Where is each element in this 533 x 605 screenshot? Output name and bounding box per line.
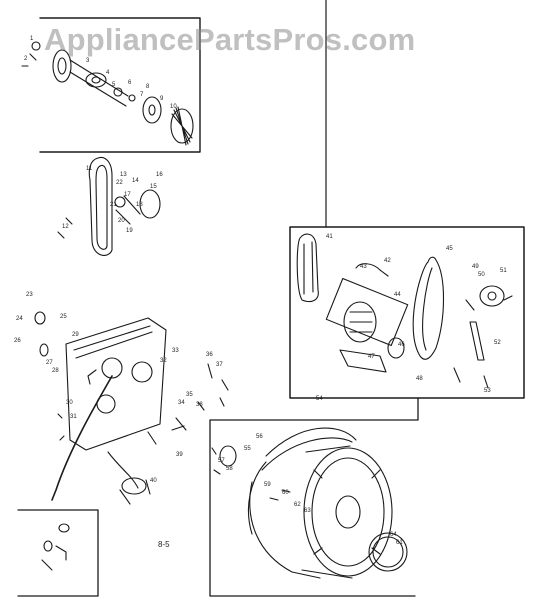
callout-number: 34: [178, 400, 185, 406]
callout-number: 45: [446, 246, 453, 252]
callout-number: 57: [218, 458, 225, 464]
callout-number: 18: [136, 202, 143, 208]
callout-number: 50: [478, 272, 485, 278]
motor-assembly: [296, 233, 513, 389]
callout-number: 40: [150, 478, 157, 484]
callout-number: 32: [160, 358, 167, 364]
callout-number: 4: [106, 70, 110, 76]
callout-number: 3: [86, 58, 90, 64]
callout-number: 14: [132, 178, 139, 184]
callout-number: 7: [140, 92, 144, 98]
callout-number: 62: [294, 502, 301, 508]
callout-number: 36: [206, 352, 213, 358]
callout-number: 5: [112, 82, 116, 88]
callout-number: 23: [26, 292, 33, 298]
callout-number: 22: [116, 180, 123, 186]
motor-assembly-frame: [289, 226, 525, 399]
callout-number: 46: [398, 342, 405, 348]
callout-number: 26: [14, 338, 21, 344]
callout-number: 16: [156, 172, 163, 178]
callout-number: 42: [384, 258, 391, 264]
small-parts: [41, 523, 70, 571]
callout-number: 15: [150, 184, 157, 190]
drum-assembly: [211, 427, 408, 579]
callout-number: 59: [264, 482, 271, 488]
callout-number: 38: [196, 402, 203, 408]
callout-number: 47: [368, 354, 375, 360]
callout-number: 35: [186, 392, 193, 398]
callout-number: 53: [484, 388, 491, 394]
idler-assembly: [21, 41, 194, 146]
callout-number: 12: [62, 224, 69, 230]
callout-number: 10: [170, 104, 177, 110]
callout-number: 27: [46, 360, 53, 366]
callout-number: 44: [394, 292, 401, 298]
callout-number: 52: [494, 340, 501, 346]
callout-number: 58: [226, 466, 233, 472]
callout-number: 54: [316, 396, 323, 402]
callout-number: 29: [72, 332, 79, 338]
callout-number: 21: [110, 202, 117, 208]
idler-assembly-frame: [39, 17, 201, 153]
callout-number: 41: [326, 234, 333, 240]
callout-number: 2: [24, 56, 28, 62]
callout-number: 33: [172, 348, 179, 354]
callout-number: 51: [500, 268, 507, 274]
callout-number: 37: [216, 362, 223, 368]
callout-number: 20: [118, 218, 125, 224]
callout-number: 8: [146, 84, 150, 90]
callout-number: 48: [416, 376, 423, 382]
callout-number: 30: [66, 400, 73, 406]
callout-number: 6: [128, 80, 132, 86]
callout-number: 13: [120, 172, 127, 178]
callout-number: 63: [304, 508, 311, 514]
figure-label: 8-5: [158, 540, 170, 549]
callout-number: 60: [282, 490, 289, 496]
callout-number: 31: [70, 414, 77, 420]
front-panel-assembly: [34, 311, 229, 505]
callout-number: 28: [52, 368, 59, 374]
callout-number: 17: [124, 192, 131, 198]
callout-number: 19: [126, 228, 133, 234]
callout-number: 56: [256, 434, 263, 440]
callout-number: 1: [30, 36, 34, 42]
callout-number: 55: [244, 446, 251, 452]
callout-number: 39: [176, 452, 183, 458]
callout-number: 49: [472, 264, 479, 270]
callout-number: 43: [360, 264, 367, 270]
callout-number: 64: [390, 532, 397, 538]
callout-number: 11: [86, 166, 93, 172]
callout-number: 9: [160, 96, 164, 102]
small-parts-frame: [17, 509, 99, 597]
belt-assembly: [57, 156, 161, 256]
callout-number: 24: [16, 316, 23, 322]
callout-number: 25: [60, 314, 67, 320]
drum-assembly-frame: [209, 397, 419, 597]
callout-number: 61: [396, 540, 403, 546]
